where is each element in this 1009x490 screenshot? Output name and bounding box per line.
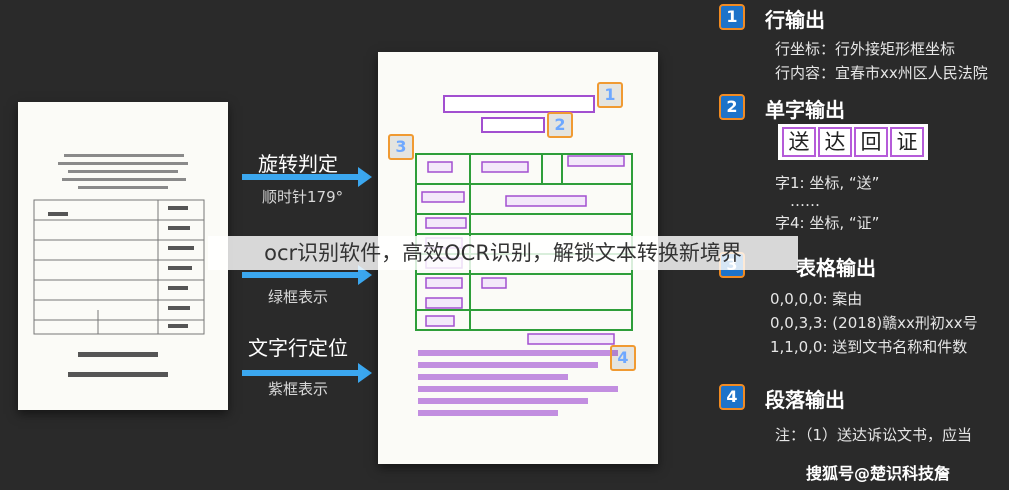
section-2-title: 单字输出 <box>765 98 845 122</box>
section-4-line-1: 注：（1）送达诉讼文书，应当 <box>775 426 973 444</box>
section-1-badge: 1 <box>719 4 745 30</box>
section-4-badge: 4 <box>719 384 745 410</box>
section-3-line-1: 0,0,0,0: 案由 <box>770 290 863 308</box>
step-line-sub: 紫框表示 <box>268 380 329 398</box>
section-1-line-1: 行坐标：行外接矩形框坐标 <box>775 40 956 58</box>
section-2-line-3: 字4: 坐标, “证” <box>775 214 880 232</box>
section-4-title: 段落输出 <box>765 388 845 412</box>
section-1-line-2: 行内容：宜春市xx州区人民法院 <box>775 64 988 82</box>
step-table-sub: 绿框表示 <box>268 288 329 306</box>
section-3-title: 表格输出 <box>796 256 876 280</box>
step-table-arrow <box>242 265 372 285</box>
section-2-line-1: 字1: 坐标, “送” <box>775 174 880 192</box>
watermark: 搜狐号@楚识科技詹 <box>806 464 951 483</box>
step-rotate-arrow <box>242 167 372 187</box>
word-chip-4: 证 <box>890 127 924 157</box>
marker-1: 1 <box>597 82 623 108</box>
word-chip-3: 回 <box>854 127 888 157</box>
headline-banner: ocr识别软件，高效OCR识别，解锁文本转换新境界 <box>208 236 798 270</box>
source-document <box>18 102 228 410</box>
section-3-line-2: 0,0,3,3: (2018)赣xx刑初xx号 <box>770 314 978 332</box>
marker-4: 4 <box>610 345 636 371</box>
step-line-arrow <box>242 363 372 383</box>
step-line-label: 文字行定位 <box>248 336 348 360</box>
section-3-line-3: 1,1,0,0: 送到文书名称和件数 <box>770 338 968 356</box>
marker-2: 2 <box>547 112 573 138</box>
section-1-title: 行输出 <box>765 8 825 32</box>
word-chip-2: 达 <box>818 127 852 157</box>
marker-3: 3 <box>388 134 414 160</box>
step-rotate-label: 旋转判定 <box>258 152 338 176</box>
step-rotate-sub: 顺时针179° <box>262 188 344 206</box>
section-2-line-2: …… <box>790 192 820 210</box>
word-chip-1: 送 <box>782 127 816 157</box>
rotated-document-illustration <box>33 154 205 377</box>
section-2-badge: 2 <box>719 94 745 120</box>
